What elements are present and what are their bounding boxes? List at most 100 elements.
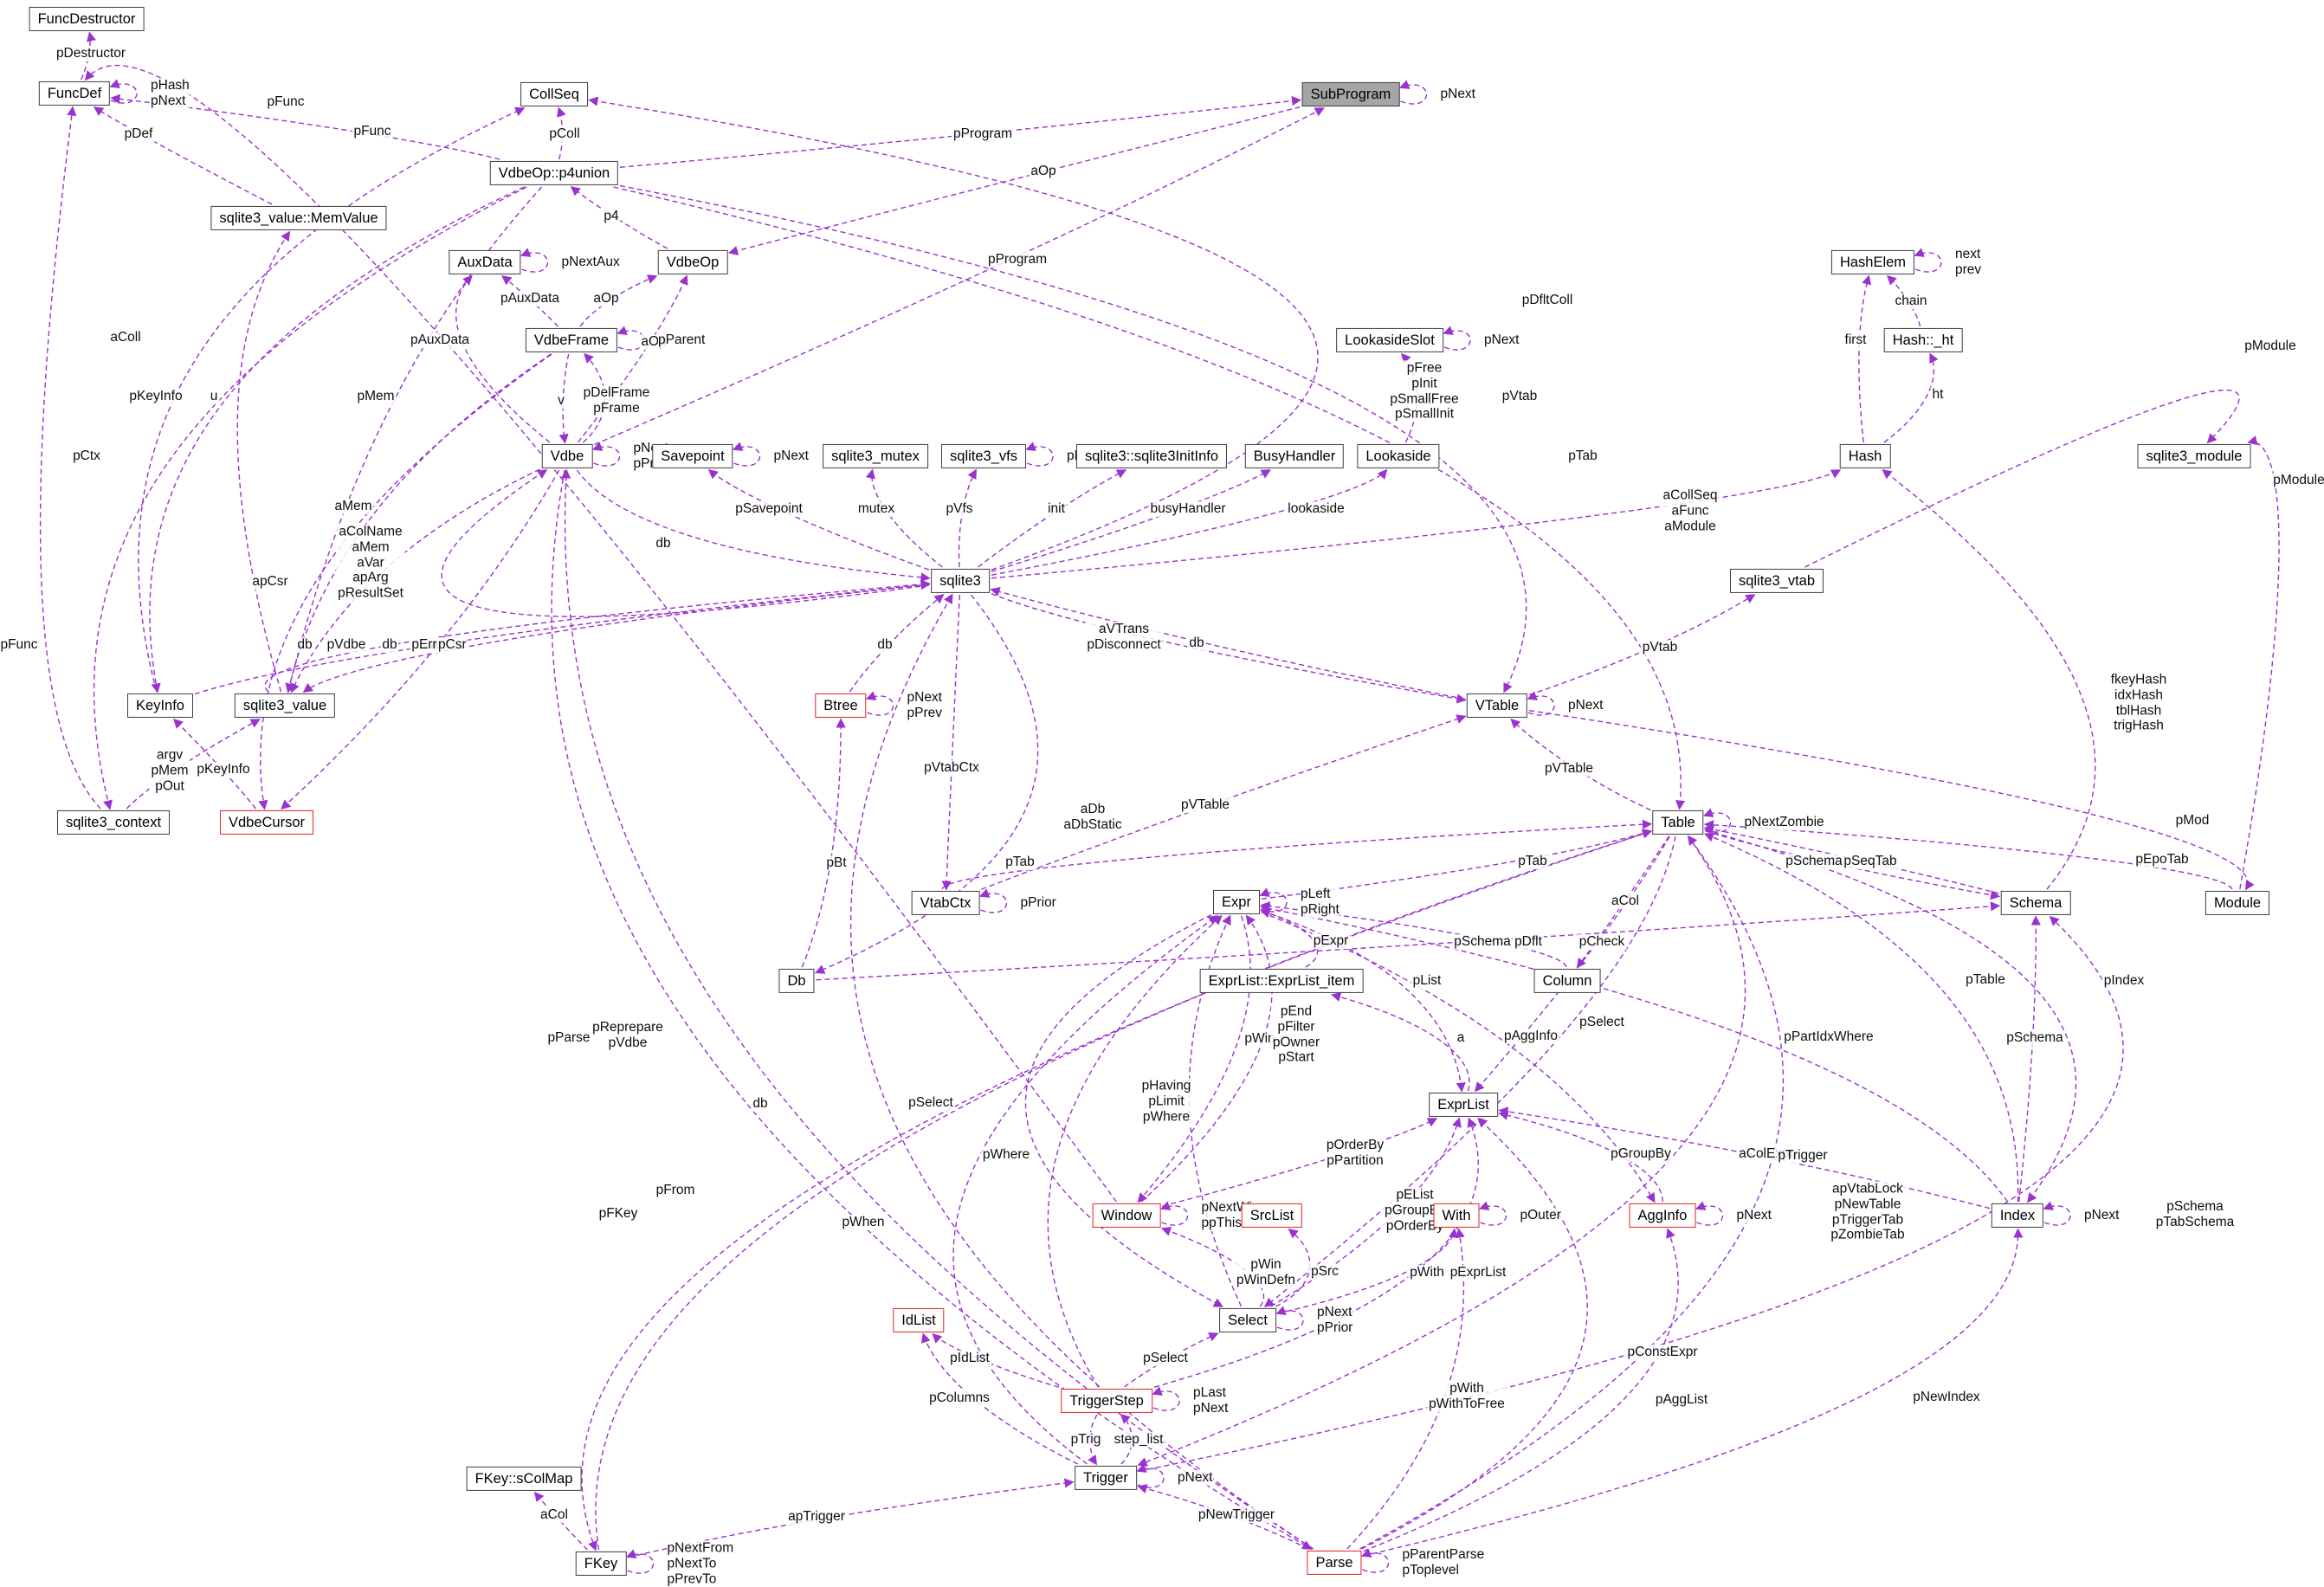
self-edge-label-pNext: pNext [773,448,809,464]
edge-Index-Table [1703,832,2019,1203]
node-Column[interactable]: Column [1533,968,1601,994]
edge-label-aOp: aOp [591,291,621,306]
node-SrcList[interactable]: SrcList [1241,1203,1303,1229]
node-HashElem[interactable]: HashElem [1830,249,1915,275]
node-VdbeOp[interactable]: VdbeOp [657,249,728,275]
self-edge-label-pNext: pNext [2084,1208,2120,1223]
self-edge-Index [2043,1201,2071,1226]
edge-label-chain: chain [1893,294,1929,309]
node-Window[interactable]: Window [1092,1203,1161,1229]
edge-SubProgram-VdbeOp [727,106,1301,255]
edge-VTable-sqlite3 [990,586,1466,700]
edge-sqlite3_context-FuncDef [39,106,101,810]
node-CollSeq[interactable]: CollSeq [520,81,588,107]
node-Expr[interactable]: Expr [1213,889,1260,915]
node-sqlite3_module[interactable]: sqlite3_module [2137,443,2251,469]
node-Savepoint[interactable]: Savepoint [652,443,733,469]
self-edge-LookasideSlot [1443,326,1471,351]
edge-Expr-Table [1261,829,1653,900]
edge-label-pAuxData: pAuxData [498,291,562,306]
node-FuncDestructor[interactable]: FuncDestructor [29,6,145,32]
node-Module[interactable]: Module [2205,890,2270,916]
edge-label-pFKey: pFKey [597,1206,640,1222]
edge-Db-Btree [801,718,846,968]
node-Table[interactable]: Table [1652,810,1704,835]
node-sqlite3[interactable]: sqlite3 [931,568,990,594]
node-VTable[interactable]: VTable [1466,693,1528,719]
edge-label-pWith: pWith pWithToFree [1427,1381,1507,1412]
edge-p4union-KeyInfo [149,186,525,694]
node-KeyInfo[interactable]: KeyInfo [127,693,193,719]
edge-label-pTrig: pTrig [1068,1432,1103,1448]
node-Index[interactable]: Index [1991,1203,2044,1229]
edge-label-fkeyHash: fkeyHash idxHash tblHash trigHash [2108,672,2169,734]
node-ExprList_item[interactable]: ExprList::ExprList_item [1199,968,1364,994]
edge-label-ht: ht [1930,387,1946,403]
node-sqlite3_value[interactable]: sqlite3_value [234,693,336,719]
edge-label-pColl: pColl [547,126,582,142]
node-AuxData[interactable]: AuxData [449,249,521,275]
node-Vdbe[interactable]: Vdbe [541,443,593,469]
node-Hash[interactable]: Hash [1839,443,1891,469]
node-vfs[interactable]: sqlite3_vfs [941,443,1026,469]
edge-p4union-sqlite3_context [93,186,527,810]
edge-label-pColumns: pColumns [927,1390,991,1406]
edge-label-aColName: aColName aMem aVar apArg pResultSet [336,524,405,602]
self-edge-Table [1702,808,1732,833]
edge-label-pExpr: pExpr [1311,933,1351,949]
node-SubProgram[interactable]: SubProgram [1301,81,1400,107]
node-Schema[interactable]: Schema [2000,890,2071,916]
edge-Vdbe-VdbeFrame [582,352,606,443]
node-sqlite3_context[interactable]: sqlite3_context [56,810,171,835]
node-LookasideSlot[interactable]: LookasideSlot [1336,327,1443,353]
node-VdbeFrame[interactable]: VdbeFrame [525,327,618,353]
node-InitInfo[interactable]: sqlite3::sqlite3InitInfo [1075,443,1228,469]
edge-Hash-HashElem [1858,274,1872,443]
edge-label-pDfltColl: pDfltColl [1520,293,1575,308]
node-TriggerStep[interactable]: TriggerStep [1061,1388,1152,1414]
edge-label-apVtabLock: apVtabLock pNewTable pTriggerTab pZombie… [1829,1181,1907,1243]
edge-Select-SrcList [1275,1228,1311,1307]
edge-Select-With [1277,1228,1459,1314]
self-edge-label-pNext: pNext [1568,698,1604,713]
node-ExprList[interactable]: ExprList [1429,1092,1498,1118]
node-Trigger[interactable]: Trigger [1075,1465,1137,1491]
node-VdbeCursor[interactable]: VdbeCursor [219,810,314,835]
node-MemValue[interactable]: sqlite3_value::MemValue [210,205,387,231]
node-Select[interactable]: Select [1219,1307,1276,1333]
node-FKey_sColMap[interactable]: FKey::sColMap [466,1466,582,1492]
edge-label-aCol: aCol [539,1507,570,1523]
self-edge-Btree [865,691,894,716]
self-edge-vfs [1025,442,1054,467]
node-sqlite3_vtab[interactable]: sqlite3_vtab [1729,568,1824,594]
node-p4union[interactable]: VdbeOp::p4union [489,160,619,186]
edge-label-argv: argv pMem pOut [149,747,190,794]
node-Db[interactable]: Db [778,968,815,994]
node-FuncDef[interactable]: FuncDef [38,81,111,106]
edge-label-pVfs: pVfs [944,501,975,517]
node-Btree[interactable]: Btree [815,693,867,719]
self-edge-label-pNext: pNext pPrior [1317,1305,1353,1336]
edge-Trigger-Expr [952,915,1218,1465]
edge-sqlite3-vfs [958,468,977,568]
edge-sqlite3-Hash [991,469,1842,579]
node-BusyHandler[interactable]: BusyHandler [1244,443,1345,469]
edge-label-pVTable: pVTable [1178,797,1232,813]
edge-label-pExprList: pExprList [1448,1265,1508,1281]
edge-label-pModule: pModule [2271,473,2324,488]
node-AggInfo[interactable]: AggInfo [1629,1203,1696,1229]
edge-label-lookaside: lookaside [1286,501,1346,517]
node-VtabCtx[interactable]: VtabCtx [911,890,980,916]
node-Hash_ht[interactable]: Hash::_ht [1883,327,1963,353]
edge-p4union-CollSeq [557,106,566,160]
edge-label-pVtab: pVtab [1500,389,1540,404]
node-mutex[interactable]: sqlite3_mutex [823,443,928,469]
node-FKey[interactable]: FKey [575,1551,627,1577]
node-With[interactable]: With [1433,1203,1480,1229]
edge-Vdbe-Parse [551,469,1313,1550]
node-IdList[interactable]: IdList [893,1307,945,1333]
node-Parse[interactable]: Parse [1307,1550,1362,1576]
edge-label-pWhen: pWhen [840,1215,887,1230]
edge-label-pSrc: pSrc [1309,1264,1340,1280]
node-Lookaside[interactable]: Lookaside [1357,443,1440,469]
